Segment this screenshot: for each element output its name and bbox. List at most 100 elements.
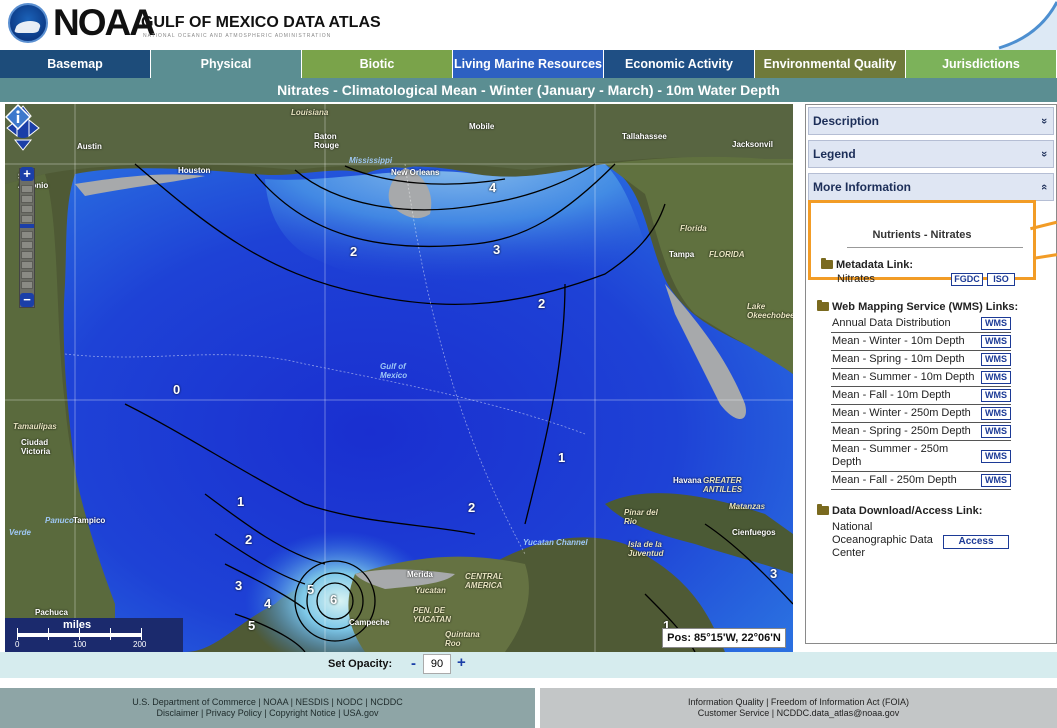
zoom-level-tick[interactable] (21, 251, 33, 259)
map-canvas (5, 104, 793, 652)
scale-label: 200 (133, 640, 147, 649)
opacity-label: Set Opacity: (328, 658, 393, 670)
scale-tick (79, 628, 80, 640)
contour-label: 1 (663, 618, 671, 633)
contour-label: 3 (770, 566, 778, 581)
legend-label: Legend (813, 147, 856, 161)
wms-links-label: Web Mapping Service (WMS) Links: (817, 300, 1018, 313)
tab-biotic[interactable]: Biotic (302, 50, 453, 78)
place-baton-rouge: Baton Rouge (314, 132, 339, 150)
noaa-logo[interactable] (8, 3, 48, 43)
place-merida: Merida (407, 570, 433, 579)
opacity-increase-button[interactable]: + (457, 654, 466, 671)
access-button[interactable]: Access (943, 535, 1009, 549)
place-central-america: CENTRAL AMERICA (465, 572, 504, 590)
zoom-level-tick[interactable] (21, 215, 33, 223)
place-ciudad-victoria: Ciudad Victoria (21, 438, 51, 456)
zoom-level-tick[interactable] (21, 195, 33, 203)
wms-button[interactable]: WMS (981, 317, 1011, 330)
place-quintana-roo: Quintana Roo (445, 630, 480, 648)
tab-living-marine-resources[interactable]: Living Marine Resources (453, 50, 604, 78)
info-icon[interactable] (5, 104, 31, 130)
footer-agency-links[interactable]: U.S. Department of Commerce | NOAA | NES… (132, 697, 403, 707)
scale-tick (17, 628, 18, 640)
zoom-in-button[interactable]: + (20, 167, 34, 181)
zoom-level-tick[interactable] (21, 241, 33, 249)
wms-button[interactable]: WMS (981, 389, 1011, 402)
place-lake-okeechobee: Lake Okeechobee (747, 302, 793, 320)
main-nav: Basemap Physical Biotic Living Marine Re… (0, 50, 1057, 78)
layer-title: Nitrates - Climatological Mean - Winter … (0, 78, 1057, 102)
info-panel: Description » Legend » More Information … (805, 104, 1057, 644)
wms-button[interactable]: WMS (981, 450, 1011, 463)
folder-icon (817, 300, 829, 311)
tab-basemap[interactable]: Basemap (0, 50, 151, 78)
zoom-level-tick[interactable] (21, 231, 33, 239)
place-tampico: Tampico (73, 516, 106, 525)
chevron-up-icon: « (1037, 183, 1050, 191)
wms-button[interactable]: WMS (981, 474, 1011, 487)
contour-label: 2 (350, 244, 358, 259)
contour-label: 2 (468, 500, 476, 515)
wms-button[interactable]: WMS (981, 335, 1011, 348)
zoom-slider[interactable]: + − (19, 167, 35, 308)
zoom-level-tick[interactable] (21, 205, 33, 213)
tab-economic-activity[interactable]: Economic Activity (604, 50, 755, 78)
chevron-down-icon: » (1037, 117, 1050, 125)
fgdc-button[interactable]: FGDC (951, 273, 983, 286)
iso-button[interactable]: ISO (987, 273, 1015, 286)
metadata-link-value: Nitrates (837, 273, 875, 285)
place-pachuca: Pachuca (35, 608, 68, 617)
footer-info-links[interactable]: Information Quality | Freedom of Informa… (688, 697, 909, 707)
wms-button[interactable]: WMS (981, 371, 1011, 384)
zoom-level-tick[interactable] (21, 185, 33, 193)
place-matanzas: Matanzas (729, 502, 766, 511)
place-panuco: Panuco (45, 516, 74, 525)
zoom-level-tick[interactable] (21, 281, 33, 289)
scale-tick (110, 628, 111, 640)
more-info-header[interactable]: More Information « (808, 173, 1054, 201)
scale-unit: miles (63, 619, 92, 631)
place-pen-yucatan: PEN. DE YUCATAN (413, 606, 451, 624)
tab-environmental-quality[interactable]: Environmental Quality (755, 50, 906, 78)
nutrients-title: Nutrients - Nitrates (872, 229, 972, 241)
zoom-level-tick[interactable] (21, 261, 33, 269)
metadata-link-label: Metadata Link: (821, 258, 913, 271)
opacity-decrease-button[interactable]: - (411, 655, 416, 672)
zoom-handle[interactable] (20, 224, 34, 228)
footer-contact-links[interactable]: Customer Service | NCDDC.data_atlas@noaa… (697, 708, 900, 718)
wms-button[interactable]: WMS (981, 407, 1011, 420)
position-readout: Pos: 85°15'W, 22°06'N (662, 628, 786, 648)
wms-button[interactable]: WMS (981, 353, 1011, 366)
contour-label: 6 (330, 592, 338, 607)
place-tampa: Tampa (669, 250, 695, 259)
zoom-out-button[interactable]: − (20, 293, 34, 307)
divider (847, 247, 1023, 248)
tab-jurisdictions[interactable]: Jurisdictions (906, 50, 1057, 78)
place-greater-antilles: GREATER ANTILLES (703, 476, 743, 494)
place-florida: FLORIDA (709, 250, 745, 259)
place-louisiana: Louisiana (291, 108, 329, 117)
wms-button[interactable]: WMS (981, 425, 1011, 438)
legend-header[interactable]: Legend » (808, 140, 1054, 168)
place-new-orleans: New Orleans (391, 168, 440, 177)
map-view[interactable]: Louisiana Baton Rouge Mobile Tallahassee… (5, 104, 793, 652)
contour-label: 4 (489, 180, 497, 195)
description-header[interactable]: Description » (808, 107, 1054, 135)
opacity-input[interactable]: 90 (423, 654, 451, 674)
place-campeche: Campeche (349, 618, 390, 627)
data-download-label: Data Download/Access Link: (817, 504, 982, 517)
atlas-title: GULF OF MEXICO DATA ATLAS (141, 14, 381, 31)
footer-policy-links[interactable]: Disclaimer | Privacy Policy | Copyright … (156, 708, 379, 718)
zoom-level-tick[interactable] (21, 271, 33, 279)
tab-physical[interactable]: Physical (151, 50, 302, 78)
more-info-label: More Information (813, 180, 911, 194)
place-yucatan-channel: Yucatan Channel (523, 538, 588, 547)
place-florida-lower: Florida (680, 224, 707, 233)
